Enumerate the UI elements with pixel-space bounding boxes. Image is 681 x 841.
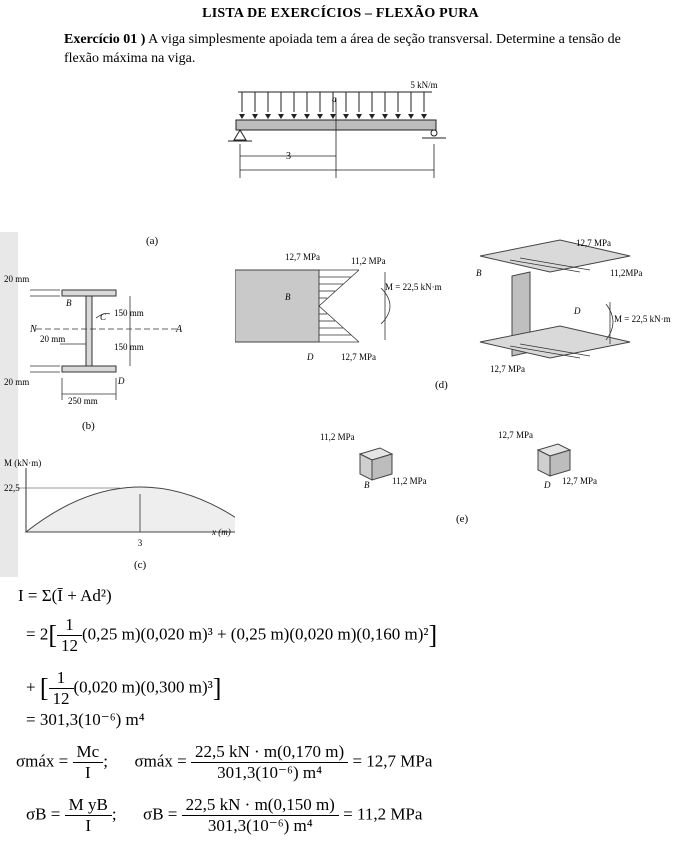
i-beam-section <box>61 289 117 373</box>
fig-d-caption: (d) <box>435 379 448 391</box>
exercise-label: Exercício 01 ) <box>64 32 146 47</box>
distributed-load-arrows <box>241 92 425 112</box>
bot-thk-label: 20 mm <box>4 377 29 387</box>
stress-moment-label: M = 22,5 kN·m <box>385 282 442 292</box>
stress-elements-figure: 11,2 MPa 11,2 MPa B 12,7 MPa 12,7 MPa D … <box>320 430 597 525</box>
elem-d-label: D <box>543 480 551 490</box>
beam-figure: 5 kN/m 3 a <box>228 80 446 178</box>
elem-b-label: B <box>364 480 370 490</box>
half-height-top-label: 150 mm <box>114 308 144 318</box>
element-d <box>536 443 572 477</box>
point-a-label: a <box>332 94 337 104</box>
frac-num: 1 <box>57 615 83 636</box>
inertia-result: = 301,3(10⁻⁶) m⁴ <box>26 710 145 729</box>
exercise-statement: Exercício 01 ) A viga simplesmente apoia… <box>64 30 654 68</box>
elem-d-side: 12,7 MPa <box>562 476 597 486</box>
fig-e-caption: (e) <box>456 513 469 525</box>
moment-x-mid: 3 <box>138 538 143 548</box>
moment-peak-label: 22,5 <box>4 483 20 493</box>
elem-d-top: 12,7 MPa <box>498 430 533 440</box>
fig-b-caption: (b) <box>82 420 95 432</box>
top-thk-label: 20 mm <box>4 274 29 284</box>
roller-support <box>430 129 438 137</box>
pt-n-label: N <box>29 324 38 335</box>
stress3d-pt-b: B <box>476 268 482 278</box>
stress-3d-figure: 12,7 MPa 11,2MPa 12,7 MPa M = 22,5 kN·m … <box>476 238 671 374</box>
pt-a-label: A <box>175 324 183 335</box>
stress3d-top-label: 12,7 MPa <box>576 238 611 248</box>
stress-pt-b: B <box>285 292 291 302</box>
stress3d-pt-d: D <box>573 306 581 316</box>
stress-bottom-label: 12,7 MPa <box>341 352 376 362</box>
stress-distribution-figure: 12,7 MPa 11,2 MPa 12,7 MPa M = 22,5 kN·m… <box>235 252 448 391</box>
fig-a-caption: (a) <box>146 235 159 247</box>
element-b <box>358 447 394 481</box>
beam-segment <box>235 269 320 343</box>
sigma-max-result: = 12,7 MPa <box>352 751 433 771</box>
half-height-bot-label: 150 mm <box>114 342 144 352</box>
pin-support <box>233 129 247 141</box>
pt-d-label: D <box>117 376 125 386</box>
sigma-b-label: σB = <box>26 804 61 824</box>
stress3d-bottom-label: 12,7 MPa <box>490 364 525 374</box>
pt-b-label: B <box>66 298 72 308</box>
stress-pt-d: D <box>306 352 314 362</box>
stress3d-mid-label: 11,2MPa <box>610 268 642 278</box>
span-label: 3 <box>286 151 291 162</box>
section-moment-figure: (a) 20 mm 20 mm 20 mm 150 mm 150 mm 250 … <box>0 232 235 577</box>
fig-c-caption: (c) <box>134 559 147 571</box>
sigma-max-label: σmáx = <box>16 751 69 771</box>
page-title: LISTA DE EXERCÍCIOS – FLEXÃO PURA <box>202 6 479 21</box>
elem-b-side: 11,2 MPa <box>392 476 427 486</box>
moment-diagram <box>18 468 235 533</box>
elem-b-top: 11,2 MPa <box>320 432 355 442</box>
inertia-term-1: (0,25 m)(0,020 m)³ + (0,25 m)(0,020 m)(0… <box>82 624 429 644</box>
stress3d-moment-label: M = 22,5 kN·m <box>614 314 671 324</box>
exercise-text: A viga simplesmente apoiada tem a área d… <box>64 32 621 66</box>
stress-mid-label: 11,2 MPa <box>351 256 386 266</box>
sigma-b-result: = 11,2 MPa <box>343 804 423 824</box>
inertia-heading: I = Σ(Ī + Ad²) <box>18 586 112 605</box>
inertia-term-2: (0,020 m)(0,300 m)³ <box>73 677 213 697</box>
width-label: 250 mm <box>68 396 98 406</box>
moment-xlabel: x (m) <box>211 527 231 537</box>
web-thk-label: 20 mm <box>40 334 65 344</box>
pt-c-label: C <box>100 312 107 322</box>
stress-top-label: 12,7 MPa <box>285 252 320 262</box>
frac-den: 12 <box>61 636 79 655</box>
moment-ylabel: M (kN·m) <box>4 458 41 468</box>
load-label: 5 kN/m <box>410 80 437 90</box>
